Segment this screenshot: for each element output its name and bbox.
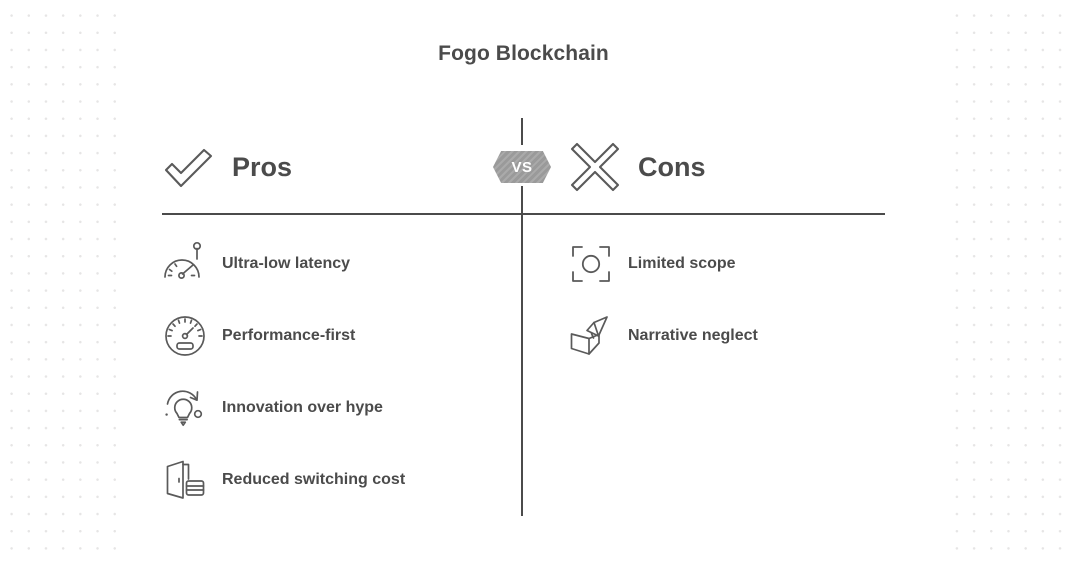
content-panel <box>120 0 950 564</box>
dashboard-gauge-icon <box>162 313 208 359</box>
list-item-label: Performance-first <box>222 327 356 344</box>
cons-heading: Cons <box>638 151 706 182</box>
list-item-label: Ultra-low latency <box>222 255 351 272</box>
door-card-icon <box>162 457 208 503</box>
vertical-divider-bottom <box>521 186 523 516</box>
pros-column-header: Pros <box>162 140 292 194</box>
focus-frame-circle-icon <box>568 241 614 287</box>
speedometer-pin-icon <box>162 241 208 287</box>
list-item: Ultra-low latency <box>162 238 350 290</box>
list-item: Narrative neglect <box>568 310 758 362</box>
list-item-label: Narrative neglect <box>628 327 758 344</box>
checkmark-icon <box>162 140 216 194</box>
page-title: Fogo Blockchain <box>438 42 609 65</box>
list-item: Performance-first <box>162 310 355 362</box>
versus-badge: VS <box>493 151 551 183</box>
cross-x-icon <box>568 140 622 194</box>
list-item: Reduced switching cost <box>162 454 405 506</box>
book-megaphone-icon <box>568 313 614 359</box>
lightbulb-arrow-icon <box>162 385 208 431</box>
pros-heading: Pros <box>232 151 293 182</box>
list-item-label: Reduced switching cost <box>222 471 406 488</box>
vertical-divider-top <box>521 118 523 145</box>
versus-label: VS <box>511 158 533 176</box>
list-item-label: Innovation over hype <box>222 399 383 416</box>
list-item: Innovation over hype <box>162 382 383 434</box>
cons-column-header: Cons <box>568 140 706 194</box>
horizontal-divider <box>162 213 885 215</box>
list-item: Limited scope <box>568 238 736 290</box>
list-item-label: Limited scope <box>628 255 736 272</box>
